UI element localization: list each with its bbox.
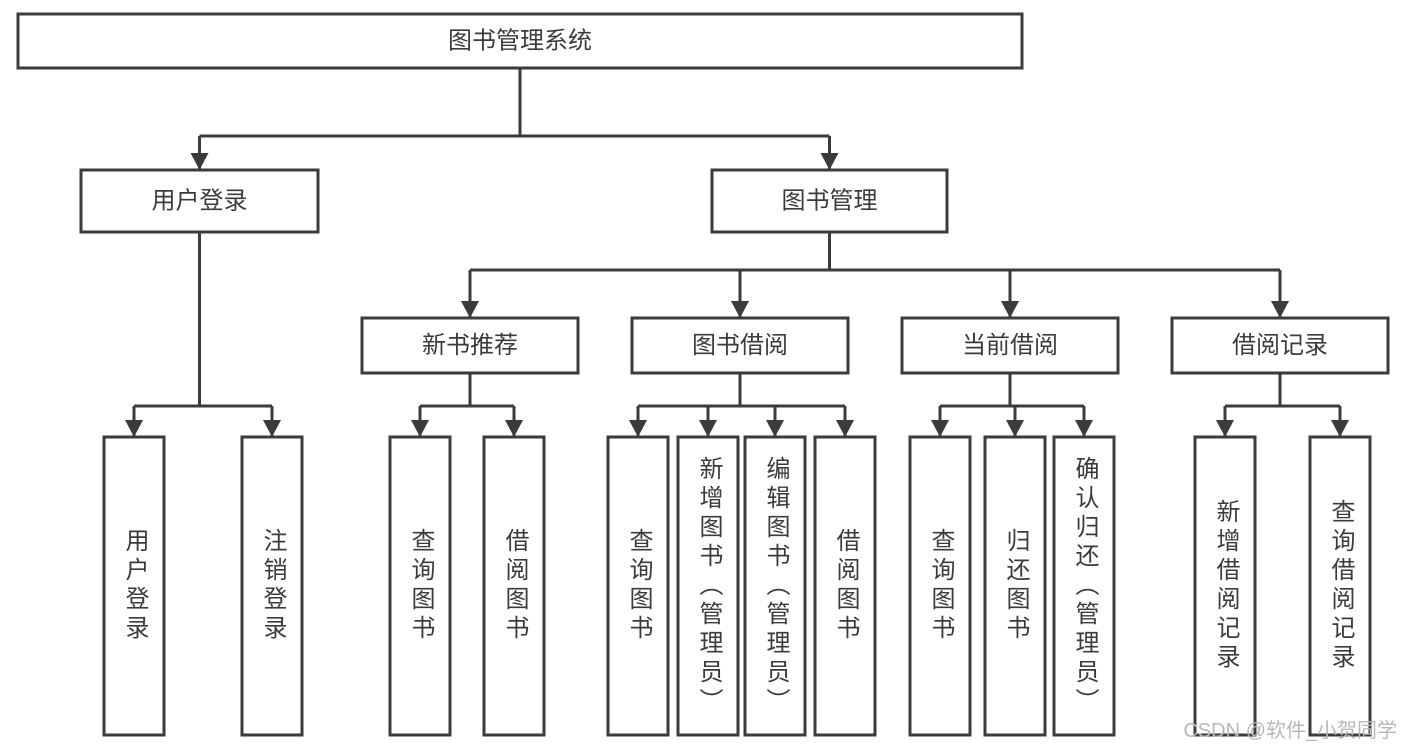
node-box-leaf-add-book[interactable] [676,435,740,737]
arrow-head [766,420,784,437]
arrow-head [505,420,523,437]
arrow-head [1075,420,1093,437]
node-box-book-borrow[interactable] [630,316,850,375]
node-box-leaf-query-record[interactable] [1308,435,1372,737]
node-label-book-manage: 图书管理 [782,187,878,214]
node-box-leaf-confirm-return[interactable] [1052,435,1116,737]
node-box-leaf-borrow-book-1[interactable] [482,435,546,737]
node-box-current-borrow[interactable] [900,316,1120,375]
arrow-head [820,153,839,170]
arrow-head [1331,420,1349,437]
node-box-leaf-borrow-book-2[interactable] [813,435,877,737]
node-box-leaf-query-book-1[interactable] [388,435,452,737]
node-label-root: 图书管理系统 [448,27,592,54]
arrow-head [1216,420,1234,437]
node-label-user-login: 用户登录 [152,187,248,214]
node-box-borrow-record[interactable] [1170,316,1390,375]
node-box-book-manage[interactable] [710,168,949,234]
arrow-head [411,420,429,437]
arrow-head [263,420,281,437]
node-label-current-borrow: 当前借阅 [962,332,1058,359]
arrow-head [629,420,647,437]
node-box-user-login[interactable] [79,168,320,234]
node-box-root[interactable] [16,12,1024,70]
arrow-head [1001,301,1019,318]
node-box-new-book-recommend[interactable] [360,316,580,375]
arrow-head [190,153,209,170]
node-box-leaf-edit-book[interactable] [743,435,807,737]
watermark-text: CSDN @软件_小贺同学 [1183,720,1397,742]
boxes-layer [16,12,1390,737]
arrow-head [731,301,749,318]
node-box-leaf-add-record[interactable] [1193,435,1257,737]
arrow-head [125,420,143,437]
node-label-new-book-recommend: 新书推荐 [422,332,518,359]
arrow-head [931,420,949,437]
connectors-layer [125,68,1349,437]
node-label-book-borrow: 图书借阅 [692,332,788,359]
node-box-leaf-user-logout[interactable] [240,435,304,737]
arrow-head [1006,420,1024,437]
arrow-head [699,420,717,437]
node-label-borrow-record: 借阅记录 [1232,332,1328,359]
node-box-leaf-return-book[interactable] [983,435,1047,737]
arrow-head [836,420,854,437]
arrow-head [461,301,479,318]
node-box-leaf-user-login[interactable] [102,435,166,737]
arrow-head [1271,301,1289,318]
node-box-leaf-query-book-2[interactable] [606,435,670,737]
node-box-leaf-query-book-3[interactable] [908,435,972,737]
